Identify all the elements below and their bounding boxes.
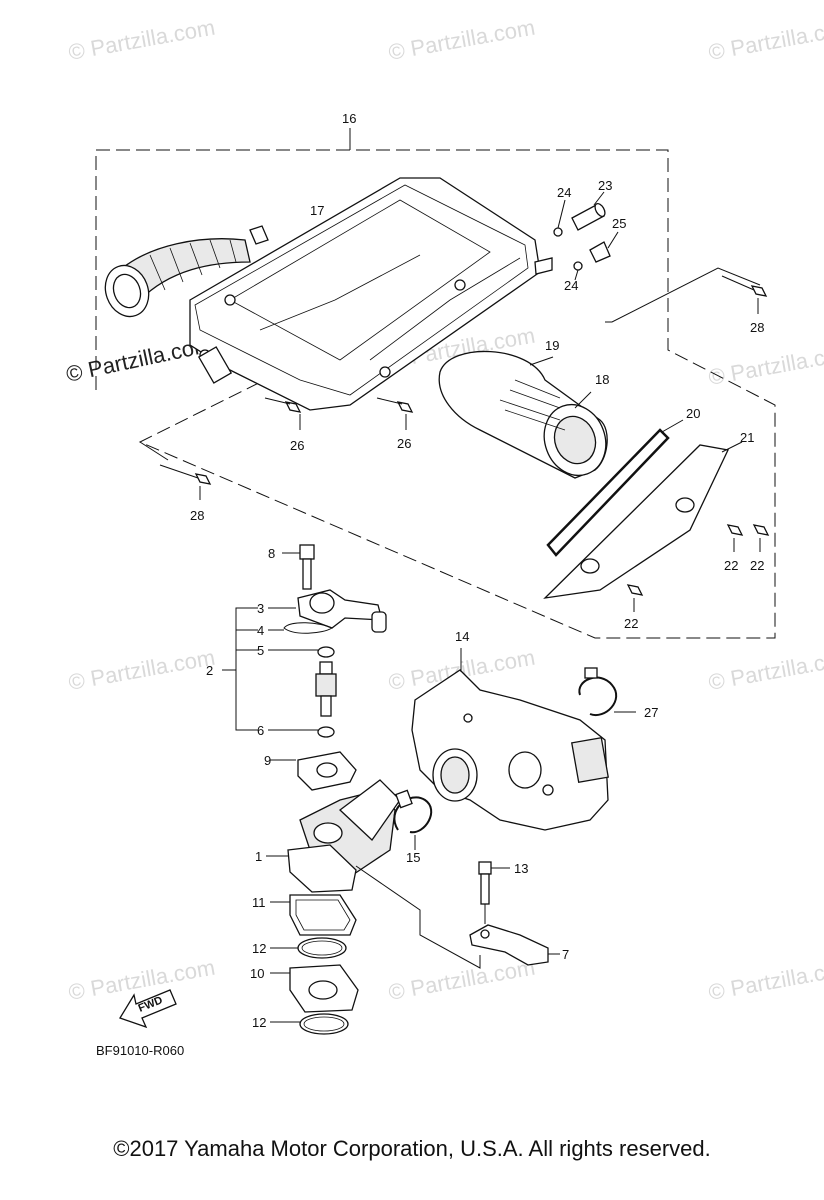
callout-22: 22 <box>724 558 738 573</box>
bracket-group <box>469 861 560 966</box>
callout-24: 24 <box>564 278 578 293</box>
callout-23: 23 <box>598 178 612 193</box>
callout-22: 22 <box>750 558 764 573</box>
callout-7: 7 <box>562 947 569 962</box>
diagram-code: BF91010-R060 <box>96 1043 184 1058</box>
throttle-body-group <box>393 648 636 850</box>
callout-21: 21 <box>740 430 754 445</box>
callout-2: 2 <box>206 663 213 678</box>
watermark: © Partzilla.com <box>707 955 824 1005</box>
air-cleaner-cover <box>543 419 770 612</box>
callout-10: 10 <box>250 966 264 981</box>
callout-12: 12 <box>252 1015 266 1030</box>
callout-22: 22 <box>624 616 638 631</box>
callout-12: 12 <box>252 941 266 956</box>
watermark: © Partzilla.com <box>387 15 537 65</box>
callout-19: 19 <box>545 338 559 353</box>
callout-14: 14 <box>455 629 469 644</box>
callout-25: 25 <box>612 216 626 231</box>
callout-28: 28 <box>750 320 764 335</box>
callout-8: 8 <box>268 546 275 561</box>
callout-3: 3 <box>257 601 264 616</box>
fwd-arrow: FWD <box>119 989 177 1029</box>
callout-9: 9 <box>264 753 271 768</box>
callout-5: 5 <box>257 643 264 658</box>
callout-18: 18 <box>595 372 609 387</box>
watermark: © Partzilla.com <box>707 15 824 65</box>
intake-joint-group <box>266 779 481 1035</box>
callout-16: 16 <box>342 111 356 126</box>
watermark: © Partzilla.com <box>707 340 824 390</box>
screws <box>159 275 768 500</box>
watermark: © Partzilla.com <box>67 645 217 695</box>
watermark: © Partzilla.com <box>67 955 217 1005</box>
watermark: © Partzilla.com <box>67 15 217 65</box>
callout-1: 1 <box>255 849 262 864</box>
callout-27: 27 <box>644 705 658 720</box>
air-cleaner-case <box>104 177 553 411</box>
callout-20: 20 <box>686 406 700 421</box>
watermark-layer: © Partzilla.com © Partzilla.com © Partzi… <box>64 15 824 1005</box>
callouts: 16 17 23 24 25 24 28 19 18 26 26 20 21 2… <box>190 111 764 1030</box>
callout-28: 28 <box>190 508 204 523</box>
throttle-sensor-group <box>222 544 387 791</box>
callout-4: 4 <box>257 623 264 638</box>
callout-13: 13 <box>514 861 528 876</box>
air-cleaner-assembly-boundary <box>95 128 776 639</box>
callout-26: 26 <box>397 436 411 451</box>
copyright-notice: ©2017 Yamaha Motor Corporation, U.S.A. A… <box>113 1136 711 1161</box>
drain-plug-set <box>553 191 619 281</box>
callout-15: 15 <box>406 850 420 865</box>
air-filter-element <box>438 350 608 479</box>
callout-6: 6 <box>257 723 264 738</box>
callout-17: 17 <box>310 203 324 218</box>
callout-11: 11 <box>252 895 266 910</box>
watermark: © Partzilla.com <box>707 645 824 695</box>
callout-24: 24 <box>557 185 571 200</box>
callout-26: 26 <box>290 438 304 453</box>
watermark: © Partzilla.com <box>387 955 537 1005</box>
